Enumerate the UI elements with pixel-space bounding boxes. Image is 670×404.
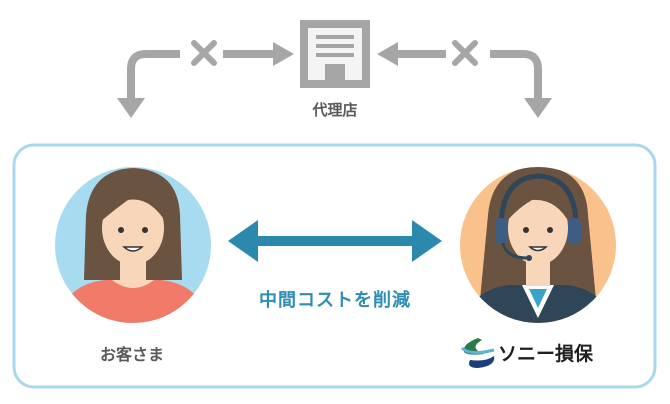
brand-name: ソニー損保 bbox=[498, 343, 594, 365]
sony-logo-mark bbox=[460, 338, 495, 368]
left-blocked-arrow bbox=[117, 42, 294, 118]
x-mark-icon-right bbox=[452, 40, 478, 66]
customer-avatar bbox=[55, 167, 211, 323]
building-icon bbox=[300, 20, 370, 88]
cost-reduction-label: 中間コストを削減 bbox=[259, 290, 411, 311]
x-mark-icon-left bbox=[191, 40, 217, 66]
agency-label: 代理店 bbox=[312, 101, 358, 119]
headset-operator-avatar bbox=[460, 167, 616, 323]
right-blocked-arrow bbox=[377, 42, 552, 118]
double-arrow bbox=[228, 220, 442, 262]
customer-label: お客さま bbox=[99, 345, 164, 364]
